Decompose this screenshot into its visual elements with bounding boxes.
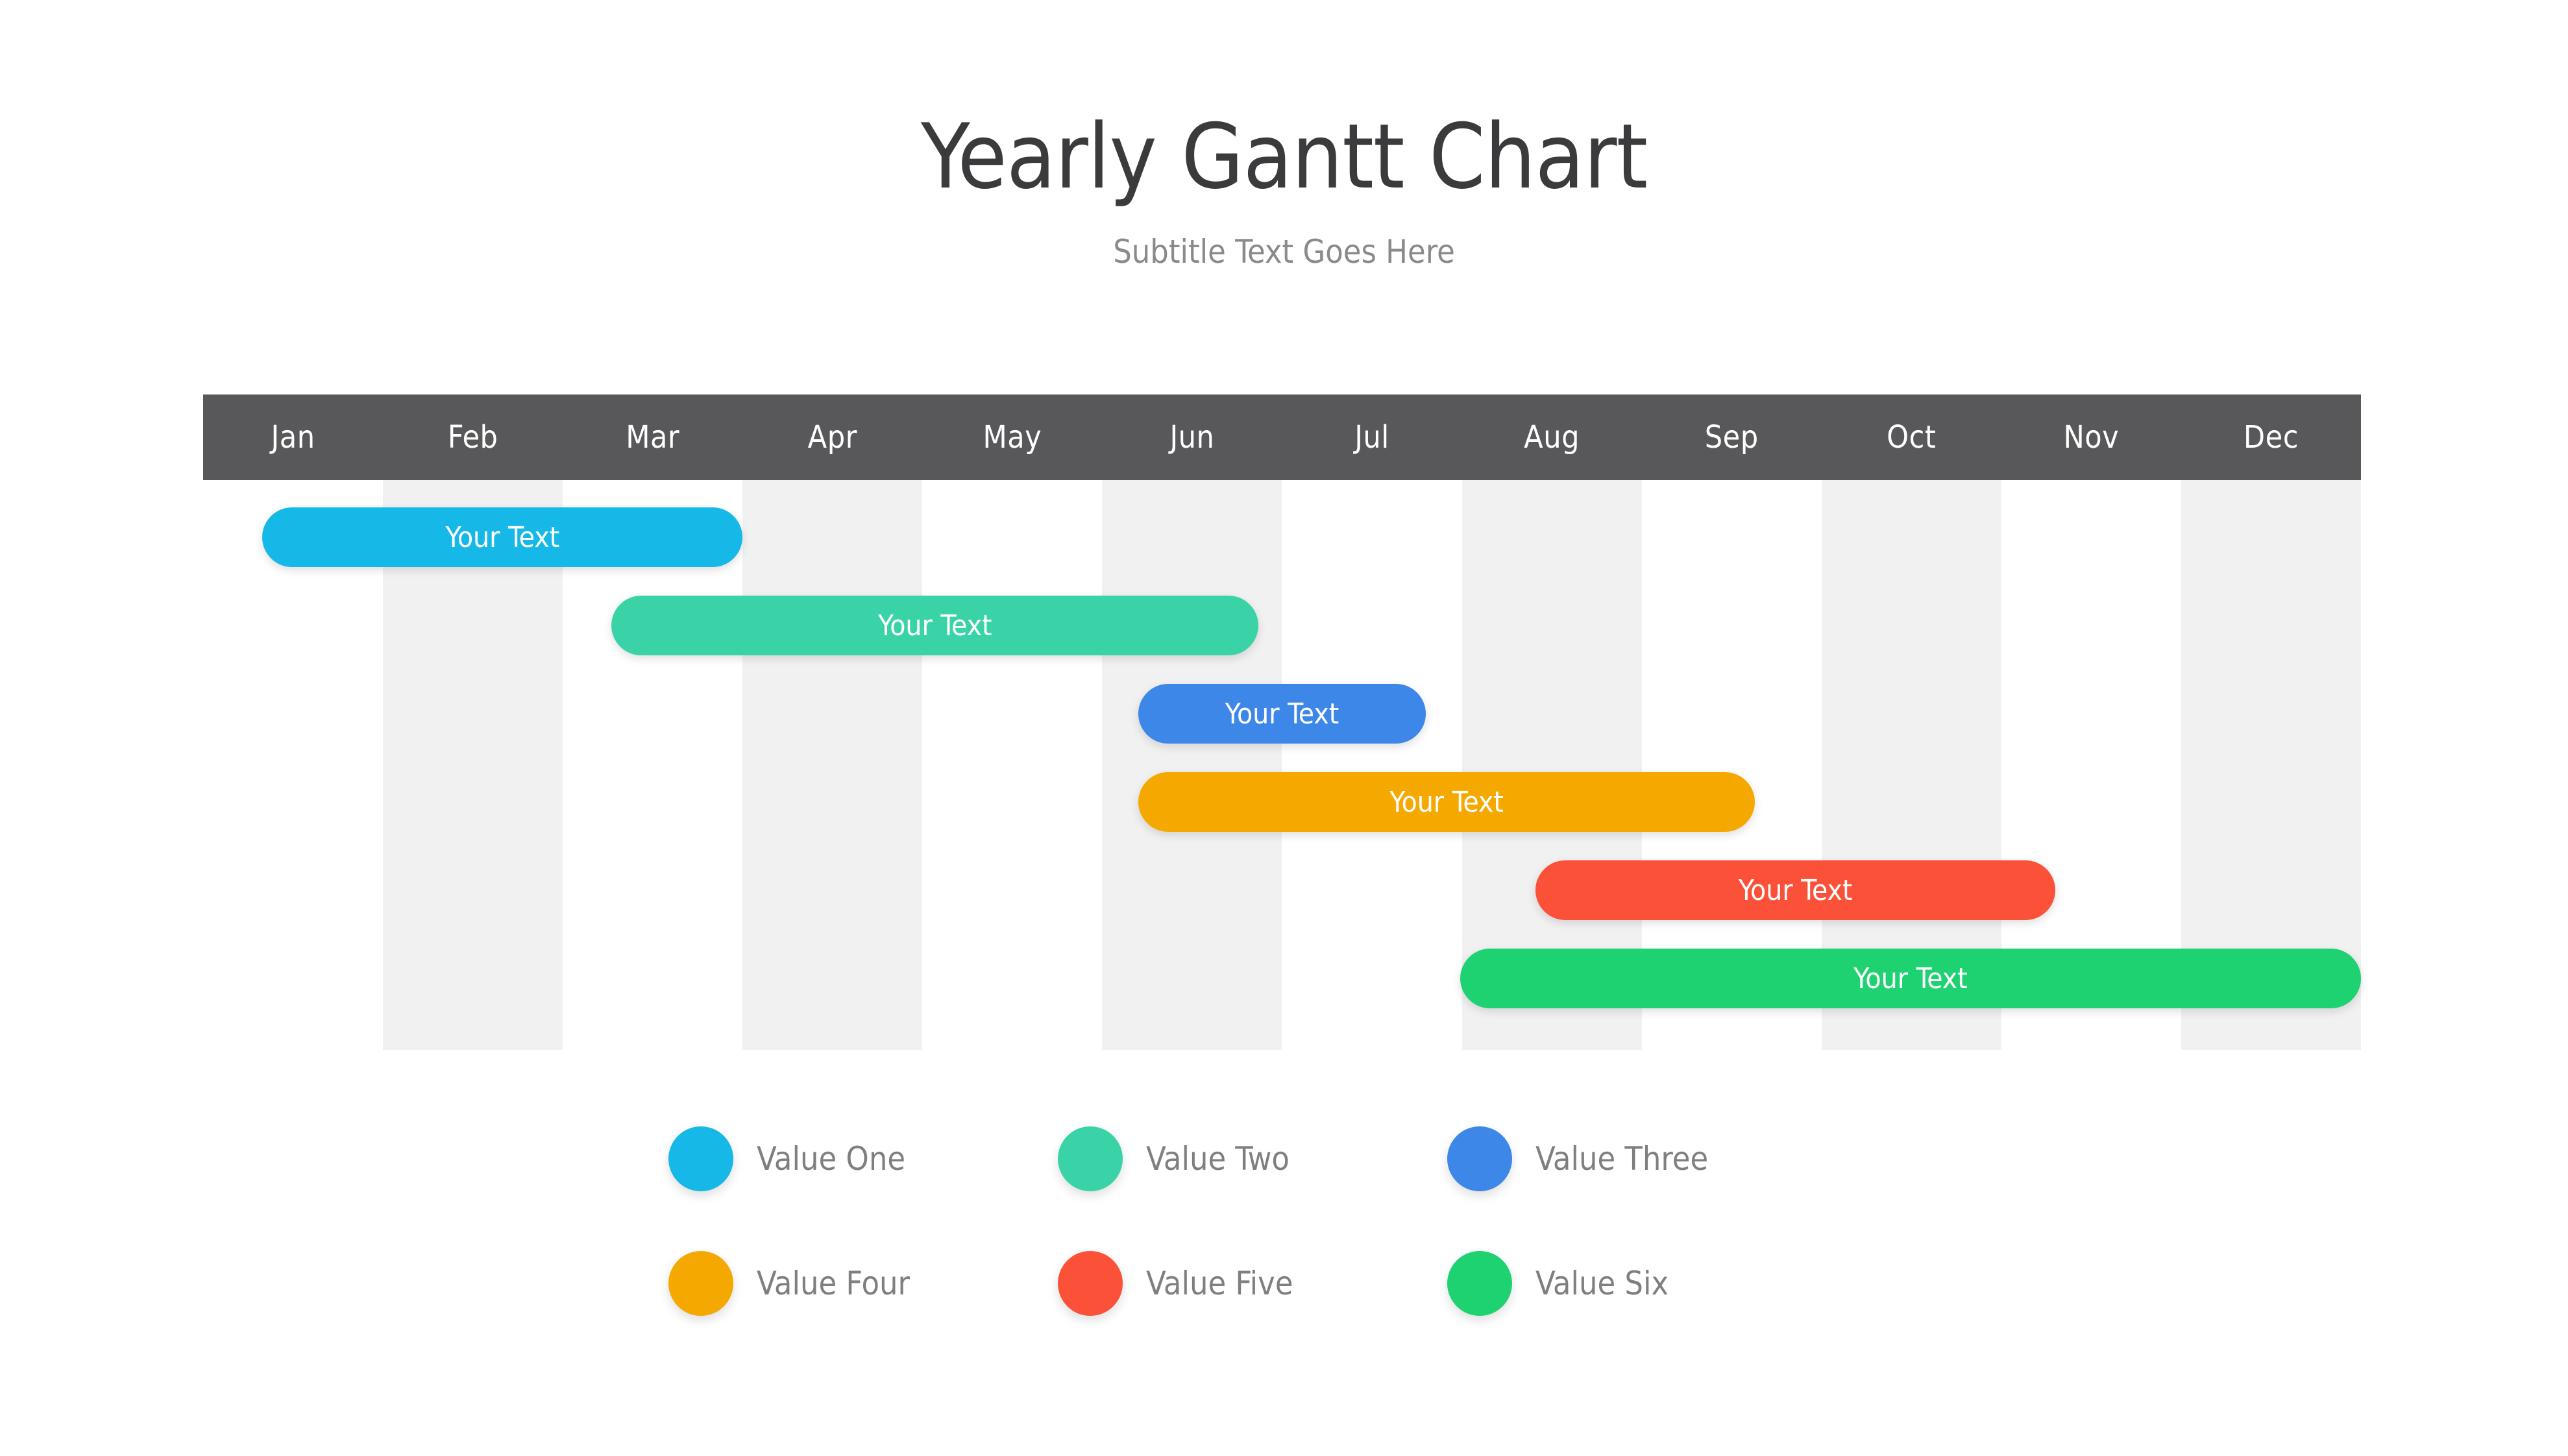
gantt-bar-value-one[interactable]: Your Text [262,507,743,567]
month-header-cell-jun: Jun [1169,419,1215,455]
gantt-bar-label: Your Text [1389,785,1504,819]
legend-item-label: Value Four [757,1265,911,1302]
grid-stripe-feb [383,480,563,1050]
gantt-bar-value-four[interactable]: Your Text [1138,772,1755,832]
legend-item-label: Value Six [1535,1265,1669,1302]
legend-item-value-six[interactable]: Value Six [1447,1221,1837,1346]
legend-color-swatch-icon [1058,1251,1123,1316]
legend-item-label: Value One [757,1140,906,1178]
month-header-cell-aug: Aug [1524,419,1580,455]
month-header-cell-feb: Feb [447,419,498,455]
month-header-cell-apr: Apr [807,419,857,455]
month-header-cell-nov: Nov [2063,419,2120,455]
page-subtitle: Subtitle Text Goes Here [1113,232,1455,271]
grid-stripe-apr [742,480,923,1050]
gantt-bar-value-six[interactable]: Your Text [1460,949,2361,1008]
month-header-cell-mar: Mar [626,419,680,455]
gantt-bar-label: Your Text [1738,873,1853,907]
month-header-cell-jul: Jul [1354,419,1389,455]
legend-color-swatch-icon [1058,1126,1123,1191]
legend-row: Value One Value Two Value Three [668,1097,1837,1221]
legend-item-label: Value Five [1146,1265,1293,1302]
month-header-cell-oct: Oct [1887,419,1937,455]
legend-item-value-two[interactable]: Value Two [1058,1097,1447,1221]
gantt-bar-label: Your Text [1225,697,1339,731]
gantt-bar-label: Your Text [1853,962,1968,995]
legend-item-value-four[interactable]: Value Four [668,1221,1058,1346]
gantt-bar-value-two[interactable]: Your Text [611,596,1259,655]
legend-color-swatch-icon [668,1126,733,1191]
month-header-cell-may: May [983,419,1042,455]
gantt-bar-value-five[interactable]: Your Text [1535,860,2055,920]
legend-color-swatch-icon [1447,1251,1512,1316]
legend-row: Value Four Value Five Value Six [668,1221,1837,1346]
month-header-cell-dec: Dec [2243,419,2299,455]
month-header-cell-jan: Jan [271,419,315,455]
legend-item-value-three[interactable]: Value Three [1447,1097,1837,1221]
legend-item-label: Value Three [1535,1140,1709,1178]
gantt-bar-label: Your Text [445,520,560,554]
page-title: Yearly Gantt Chart [920,104,1648,209]
legend-item-label: Value Two [1146,1140,1290,1178]
gantt-bar-value-three[interactable]: Your Text [1138,684,1426,744]
title-block: Yearly Gantt Chart Subtitle Text Goes He… [0,110,2568,271]
gantt-chart: Jan Feb Mar Apr May Jun Jul Aug Sep Oct Nov Dec You… [203,394,2361,1050]
month-header-cell-sep: Sep [1704,419,1759,455]
grid-stripe-jun [1102,480,1282,1050]
gantt-bar-label: Your Text [877,609,992,642]
legend-item-value-one[interactable]: Value One [668,1097,1058,1221]
legend-item-value-five[interactable]: Value Five [1058,1221,1447,1346]
legend-color-swatch-icon [668,1251,733,1316]
legend-color-swatch-icon [1447,1126,1512,1191]
gantt-month-header: Jan Feb Mar Apr May Jun Jul Aug Sep Oct Nov Dec [203,394,2361,480]
